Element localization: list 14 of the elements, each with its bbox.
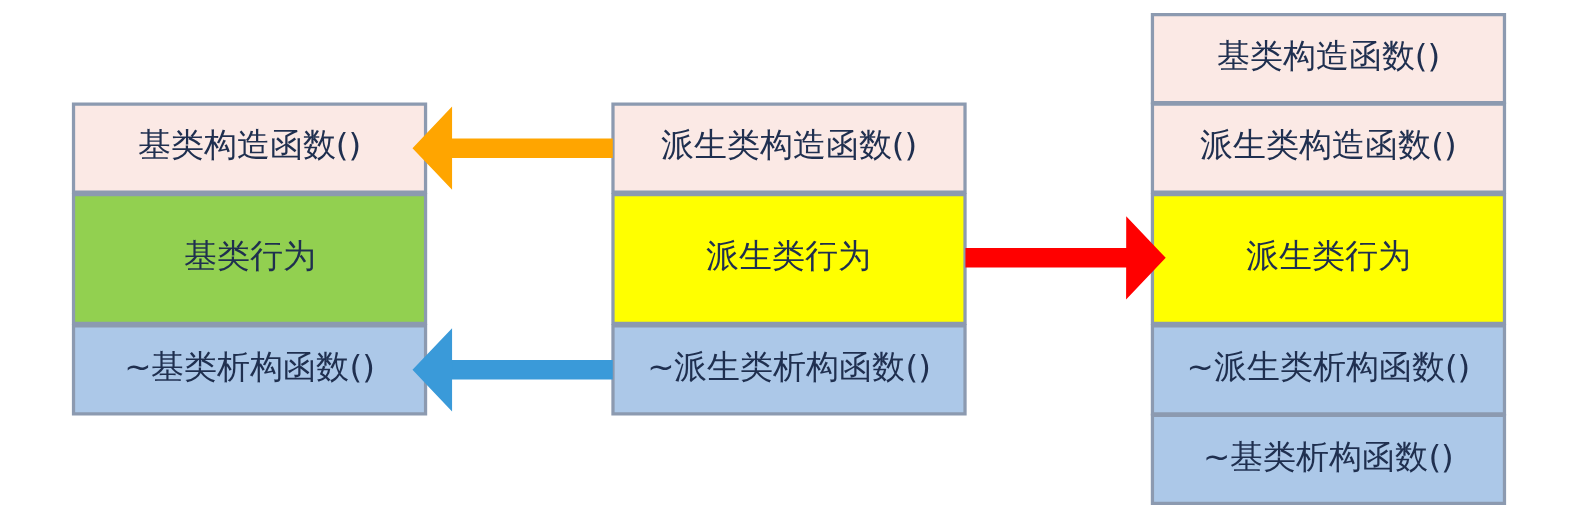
- arrow: [412, 328, 613, 412]
- node-box: 基类构造函数(): [71, 102, 428, 194]
- node-box: ~基类析构函数(): [71, 324, 428, 416]
- node-box: ~派生类析构函数(): [1150, 324, 1507, 416]
- node-box: 派生类构造函数(): [611, 102, 967, 194]
- node-box: 派生类构造函数(): [1150, 102, 1507, 194]
- node-box: 基类行为: [71, 193, 428, 325]
- node-box: 基类构造函数(): [1150, 12, 1507, 105]
- arrow: [412, 106, 613, 190]
- node-box: 派生类行为: [611, 193, 967, 325]
- arrow: [965, 216, 1166, 300]
- node-box: ~基类析构函数(): [1150, 413, 1507, 506]
- node-box: ~派生类析构函数(): [611, 324, 967, 416]
- node-box: 派生类行为: [1150, 193, 1507, 325]
